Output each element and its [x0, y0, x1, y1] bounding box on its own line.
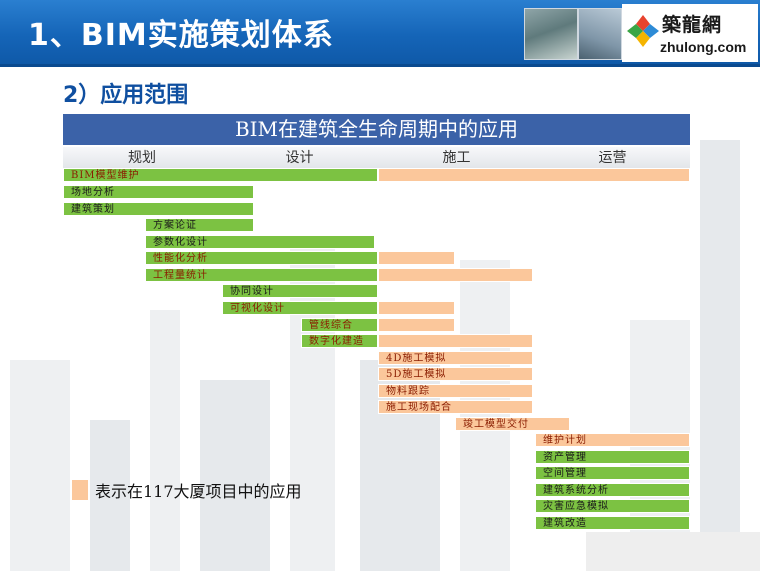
- phase-operation: 运营: [535, 147, 691, 168]
- zhulong-logo[interactable]: 築龍網 zhulong.com: [622, 4, 758, 62]
- building-photo-thumbnail: [524, 8, 578, 60]
- bar-4d-simulation: 4D施工模拟: [378, 351, 533, 365]
- phase-header-row: 规划 设计 施工 运营: [63, 147, 691, 168]
- bar-asset-management: 资产管理: [535, 450, 690, 464]
- bar-bim-model-maintenance: BIM模型维护: [63, 168, 378, 182]
- section-title: 2）应用范围: [63, 83, 189, 108]
- bar-as-built-delivery: 竣工模型交付: [455, 417, 570, 431]
- logo-chinese-text: 築龍網: [662, 14, 723, 36]
- bar-quantity-takeoff: 工程量统计: [145, 268, 378, 282]
- bar-visual-design: 可视化设计: [222, 301, 378, 315]
- bar-performance-analysis: 性能化分析: [145, 251, 378, 265]
- bar-5d-simulation: 5D施工模拟: [378, 367, 533, 381]
- bar-building-system-analysis: 建筑系统分析: [535, 483, 690, 497]
- bar-quantity-takeoff-extension: [378, 268, 533, 282]
- bar-digital-fabrication-extension: [378, 334, 533, 348]
- bar-performance-analysis-extension: [378, 251, 455, 265]
- corner-block: [586, 532, 760, 571]
- bar-scheme-validation: 方案论证: [145, 218, 254, 232]
- diagram-title: BIM在建筑全生命周期中的应用: [63, 114, 690, 145]
- bar-collaborative-design: 协同设计: [222, 284, 378, 298]
- logo-url-text: zhulong.com: [660, 39, 747, 55]
- bar-site-analysis: 场地分析: [63, 185, 254, 199]
- bar-digital-fabrication: 数字化建造: [301, 334, 378, 348]
- bar-building-renovation: 建筑改造: [535, 516, 690, 530]
- bar-maintenance-planning: 维护计划: [535, 433, 690, 447]
- page-title: 1、BIM实施策划体系: [28, 18, 334, 53]
- header-bar: 1、BIM实施策划体系 築龍網 zhulong.com: [0, 0, 760, 67]
- bar-space-management: 空间管理: [535, 466, 690, 480]
- phase-design: 设计: [221, 147, 379, 168]
- bar-visual-design-extension: [378, 301, 455, 315]
- phase-planning: 规划: [63, 147, 222, 168]
- bar-architectural-programming: 建筑策划: [63, 202, 254, 216]
- bar-mep-coordination-extension: [378, 318, 455, 332]
- bar-material-tracking: 物料跟踪: [378, 384, 533, 398]
- building-photo-thumbnail: [578, 8, 622, 60]
- phase-construction: 施工: [378, 147, 536, 168]
- bar-site-coordination: 施工现场配合: [378, 400, 533, 414]
- legend-swatch: [72, 480, 88, 500]
- bar-mep-coordination: 管线综合: [301, 318, 378, 332]
- bar-bim-model-maintenance-extension: [378, 168, 690, 182]
- logo-pinwheel-icon: [627, 15, 659, 47]
- bar-disaster-simulation: 灾害应急模拟: [535, 499, 690, 513]
- legend-text: 表示在117大厦项目中的应用: [95, 482, 302, 501]
- bar-parametric-design: 参数化设计: [145, 235, 375, 249]
